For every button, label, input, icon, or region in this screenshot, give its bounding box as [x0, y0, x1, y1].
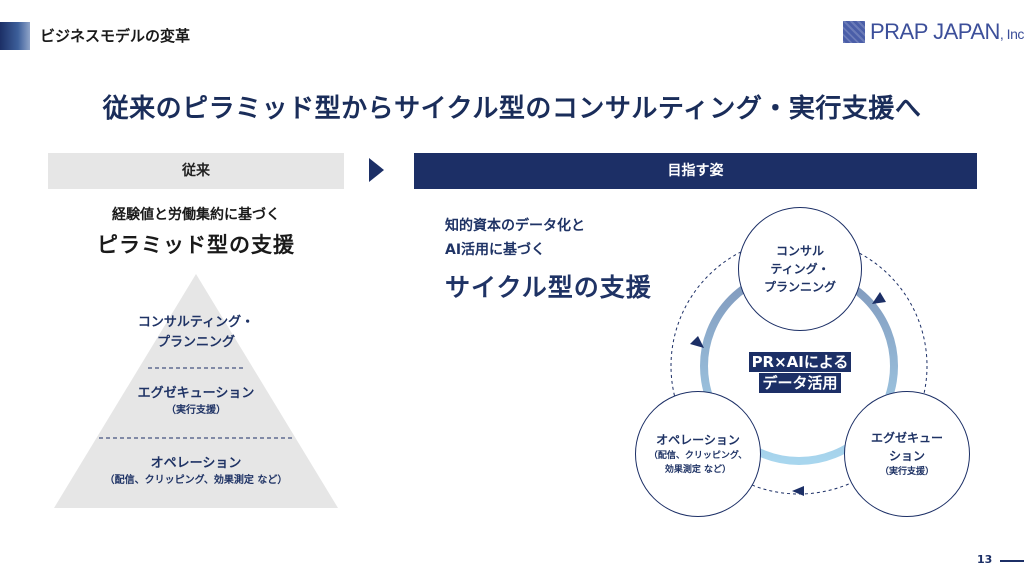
center-line1: PR×AIによる — [748, 352, 852, 372]
node-right-line2: ション — [888, 449, 925, 463]
cycle-node-execution: エグゼキュー ション （実行支援） — [844, 391, 970, 517]
tier-top-line1: コンサルティング・ — [137, 315, 255, 330]
cycle-arrow-right-icon — [872, 292, 886, 304]
page-number: 13 — [977, 553, 993, 566]
tier-top-line2: プランニング — [156, 335, 235, 350]
node-top-line2: ティング・ — [770, 262, 830, 276]
page-number-rule — [1000, 560, 1024, 562]
cycle-subtitle: 知的資本のデータ化と AI活用に基づく — [445, 214, 585, 262]
logo-suffix: , Inc — [999, 26, 1024, 42]
cycle-subtitle-line2: AI活用に基づく — [445, 242, 546, 258]
cycle-arrow-left-icon — [690, 336, 704, 348]
node-left-line3: 効果測定 など） — [664, 465, 732, 475]
tier-bottom-line2: （配信、クリッピング、効果測定 など） — [104, 475, 288, 486]
node-right-line3: （実行支援） — [879, 467, 934, 477]
pyramid-tier-bottom: オペレーション （配信、クリッピング、効果測定 など） — [60, 455, 332, 489]
label-target: 目指す姿 — [414, 153, 977, 189]
section-accent-bar — [0, 22, 30, 50]
transition-arrow-icon — [369, 158, 384, 182]
node-top-line3: プランニング — [763, 280, 836, 294]
pyramid-tier-top: コンサルティング・ プランニング — [80, 313, 312, 353]
cycle-title: サイクル型の支援 — [445, 273, 652, 302]
slide-headline: 従来のピラミッド型からサイクル型のコンサルティング・実行支援へ — [102, 94, 922, 124]
cycle-node-consulting: コンサル ティング・ プランニング — [738, 207, 862, 331]
node-left-line2: （配信、クリッピング、 — [648, 451, 748, 461]
center-line2: データ活用 — [759, 373, 841, 393]
cycle-node-operation: オペレーション （配信、クリッピング、 効果測定 など） — [635, 391, 761, 517]
tier-bottom-line1: オペレーション — [150, 456, 242, 471]
node-right-line1: エグゼキュー — [870, 431, 943, 445]
tier-middle-line2: （実行支援） — [166, 405, 226, 416]
company-logo-text: PRAP JAPAN, Inc — [870, 19, 1024, 45]
label-conventional: 従来 — [48, 153, 344, 189]
company-logo-mark — [843, 21, 865, 43]
pyramid-shape — [54, 274, 338, 508]
pyramid-diagram — [54, 274, 338, 508]
node-left-line1: オペレーション — [656, 433, 740, 447]
cycle-arrow-bottom-icon — [792, 486, 804, 496]
node-top-line1: コンサル — [775, 244, 824, 258]
pyramid-title: ピラミッド型の支援 — [97, 233, 295, 257]
section-title: ビジネスモデルの変革 — [40, 27, 191, 45]
pyramid-subtitle: 経験値と労働集約に基づく — [112, 207, 280, 223]
pyramid-tier-middle: エグゼキューション （実行支援） — [80, 385, 312, 419]
cycle-center-label: PR×AIによる データ活用 — [740, 352, 860, 393]
logo-name: PRAP JAPAN — [870, 19, 1000, 44]
cycle-subtitle-line1: 知的資本のデータ化と — [445, 218, 585, 234]
tier-middle-line1: エグゼキューション — [137, 386, 255, 401]
